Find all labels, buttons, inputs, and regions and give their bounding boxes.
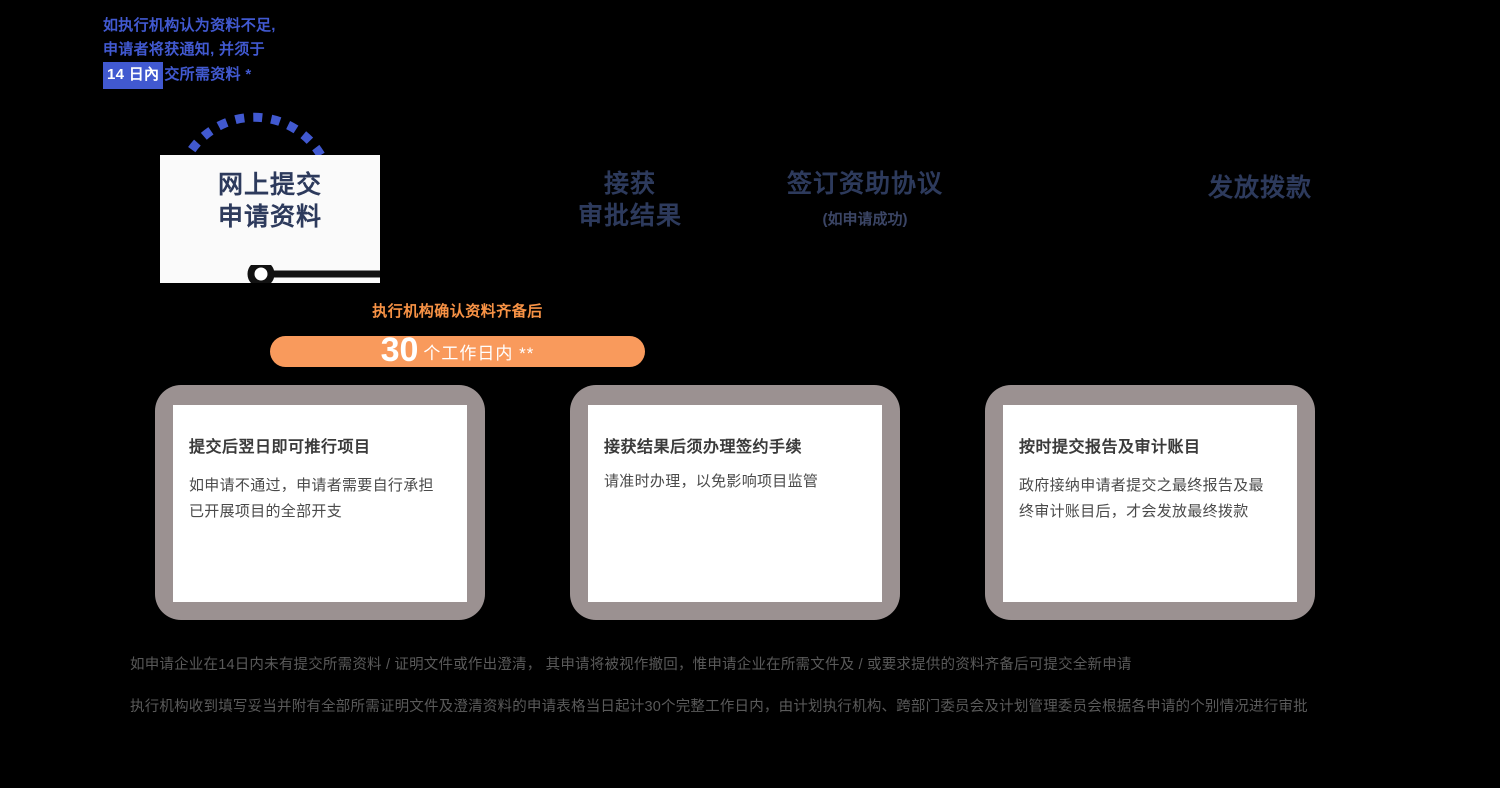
timeline-track-icon — [160, 260, 380, 288]
stage-header-approval-line-1: 接获 — [603, 170, 656, 198]
deadline-badge: 14 日內 — [103, 62, 164, 89]
stage-header-agreement-sub: (如申请成功) — [822, 211, 908, 228]
top-note-line-1: 如执行机构认为资料不足, — [103, 17, 276, 34]
top-note: 如执行机构认为资料不足, 申请者将获通知, 并须于 14 日內交所需资料 * — [103, 14, 443, 89]
stage-header-disbursement-line-1: 发放拨款 — [1207, 174, 1312, 202]
processing-time-number: 30 — [380, 331, 419, 369]
top-note-line-3-rest: 交所需资料 * — [164, 66, 252, 83]
pill-label: 执行机构确认资料齐备后 — [372, 303, 543, 320]
info-card-1-title: 提交后翌日即可推行项目 — [189, 439, 371, 456]
step-box-title-line-1: 网上提交 — [217, 171, 322, 199]
info-card-2-title: 接获结果后须办理签约手续 — [604, 439, 803, 456]
info-card-3-body: 政府接纳申请者提交之最终报告及最终审计账目后，才会发放最终拨款 — [1019, 477, 1264, 520]
stage-header-agreement: 签订资助协议 (如申请成功) — [725, 168, 1005, 236]
info-card-3-panel — [1003, 405, 1297, 602]
info-card-2: 接获结果后须办理签约手续 请准时办理，以免影响项目监管 — [570, 385, 900, 620]
stage-header-approval-line-2: 审批结果 — [577, 202, 682, 230]
step-box-title: 网上提交 申请资料 — [160, 169, 380, 233]
top-note-line-3: 14 日內交所需资料 * — [103, 62, 443, 89]
stage-header-approval: 接获 审批结果 — [560, 168, 700, 232]
info-card-1-body: 如申请不通过，申请者需要自行承担已开展项目的全部开支 — [189, 477, 434, 520]
processing-time-unit: 个工作日内 ** — [423, 344, 535, 363]
footnote-1: 如申请企业在14日内未有提交所需资料 / 证明文件或作出澄清， 其申请将被视作撤… — [130, 657, 1132, 673]
stage-header-disbursement: 发放拨款 — [1150, 172, 1370, 204]
info-card-2-body: 请准时办理，以免影响项目监管 — [604, 473, 819, 490]
step-box-submit: 网上提交 申请资料 — [160, 155, 380, 288]
info-card-3: 按时提交报告及审计账目 政府接纳申请者提交之最终报告及最终审计账目后，才会发放最… — [985, 385, 1315, 620]
processing-time-pill-content: 30 个工作日内 ** — [270, 331, 645, 369]
processing-time-pill: 30 个工作日内 ** — [270, 331, 645, 369]
info-card-3-title: 按时提交报告及审计账目 — [1019, 439, 1201, 456]
stage-header-agreement-line-1: 签订资助协议 — [786, 170, 943, 198]
step-box-title-line-2: 申请资料 — [217, 203, 322, 231]
footnote-2: 执行机构收到填写妥当并附有全部所需证明文件及澄清资料的申请表格当日起计30个完整… — [130, 699, 1308, 715]
top-note-line-2: 申请者将获通知, 并须于 — [103, 41, 265, 58]
info-card-1-panel — [173, 405, 467, 602]
info-card-1: 提交后翌日即可推行项目 如申请不通过，申请者需要自行承担已开展项目的全部开支 — [155, 385, 485, 620]
info-card-2-panel — [588, 405, 882, 602]
